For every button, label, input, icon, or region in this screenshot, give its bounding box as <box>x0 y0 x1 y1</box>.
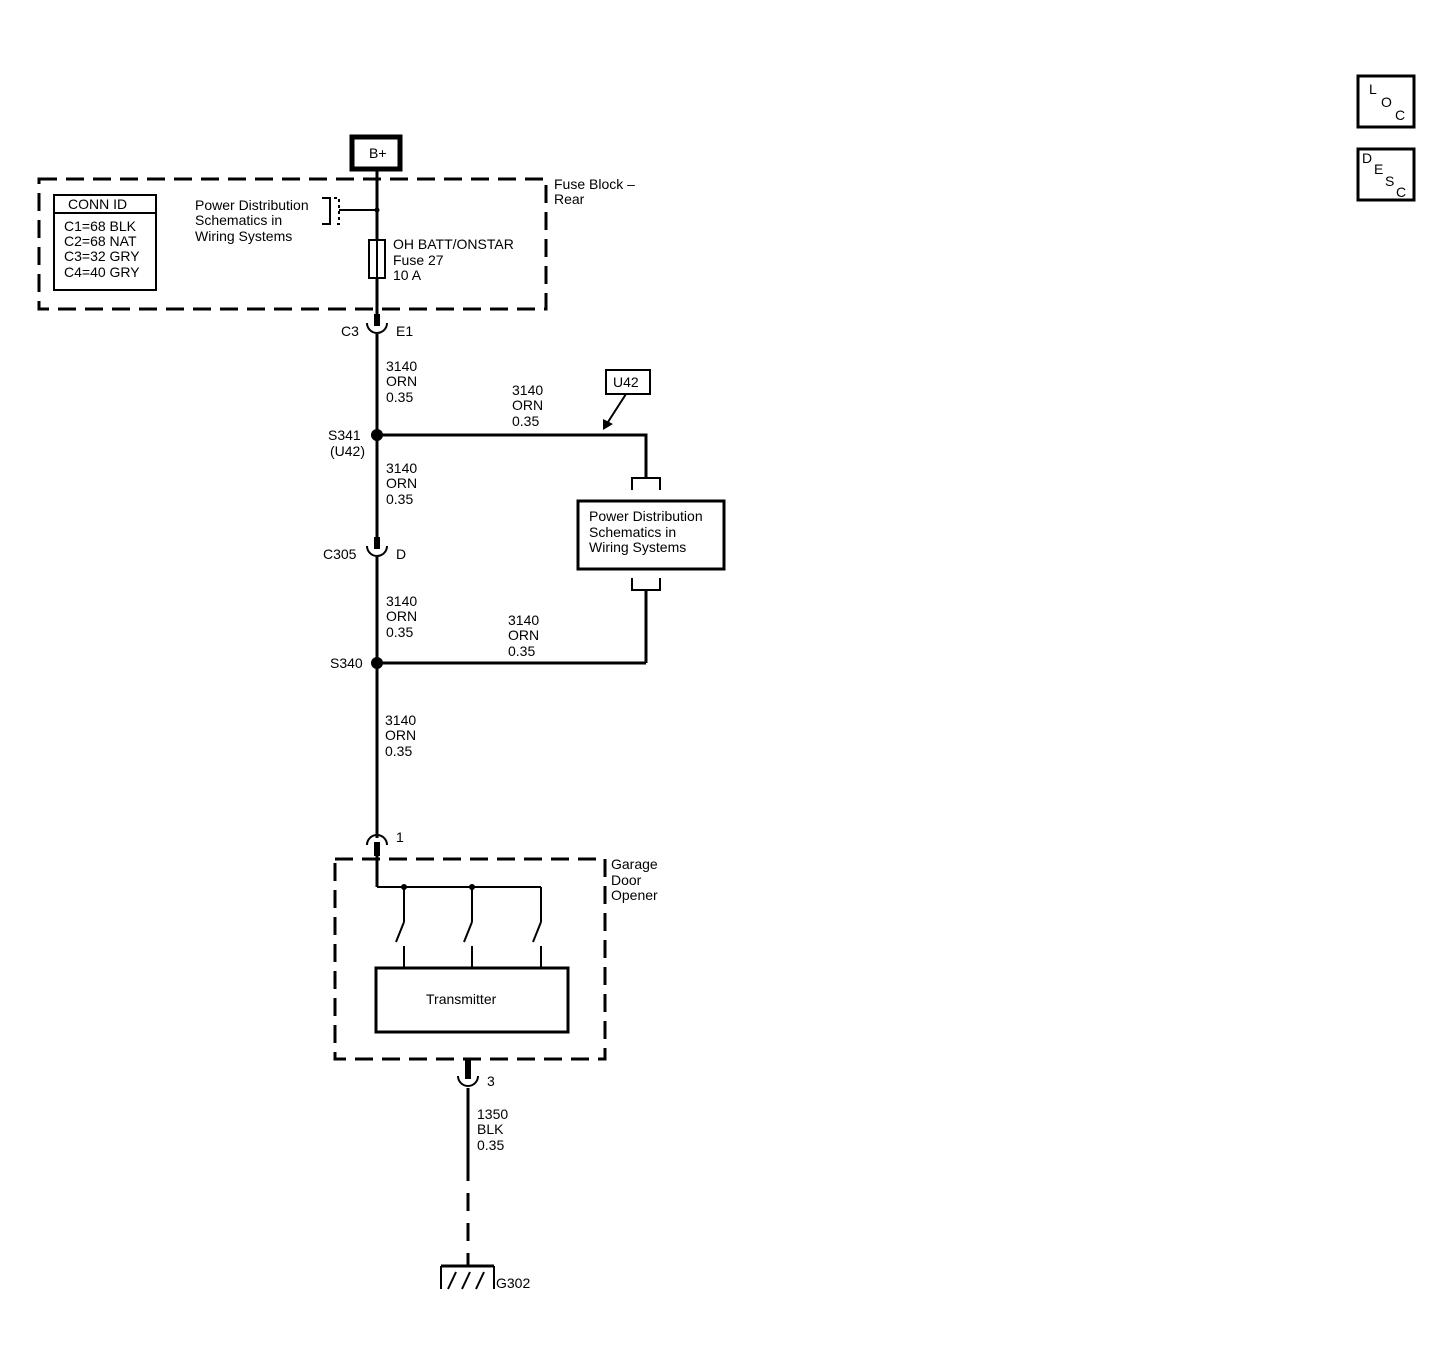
loc-letter-c: C <box>1395 107 1405 123</box>
pd-box-line-3: Wiring Systems <box>589 539 686 555</box>
wire-size: 0.35 <box>385 743 412 759</box>
wire-circuit: 3140 <box>512 382 543 398</box>
desc-button[interactable]: D E S C <box>1356 147 1416 202</box>
gdo-switch-1 <box>395 887 405 968</box>
conn-id-row: C3=32 GRY <box>64 248 140 264</box>
fuse-block-title-line-2: Rear <box>554 191 585 207</box>
connector-d-label: D <box>396 546 406 562</box>
wire-size: 0.35 <box>386 389 413 405</box>
fuse-27-symbol <box>368 239 386 279</box>
conn-id-header: CONN ID <box>68 196 127 212</box>
conn-id-table: CONN ID C1=68 BLK C2=68 NAT C3=32 GRY C4… <box>53 194 157 291</box>
gdo-title-line-2: Door <box>611 872 642 888</box>
power-distribution-ref-box[interactable]: Power Distribution Schematics in Wiring … <box>576 477 726 591</box>
ground-g302-label: G302 <box>496 1275 530 1291</box>
pd-box-line-2: Schematics in <box>589 524 676 540</box>
transmitter-box <box>374 966 570 1034</box>
wire-color: ORN <box>385 727 416 743</box>
desc-letter-s: S <box>1385 173 1394 189</box>
wire-color: ORN <box>512 397 543 413</box>
wire-size: 0.35 <box>477 1137 504 1153</box>
conn-id-row: C1=68 BLK <box>64 218 137 234</box>
wire-size: 0.35 <box>386 624 413 640</box>
fuse-label-line-1: OH BATT/ONSTAR <box>393 236 514 252</box>
fuse-block-power-distribution-ref[interactable]: Power Distribution Schematics in Wiring … <box>195 197 380 244</box>
desc-letter-e: E <box>1374 161 1383 177</box>
wire-color: BLK <box>477 1121 504 1137</box>
desc-letter-d: D <box>1362 150 1372 166</box>
wire-color: ORN <box>508 627 539 643</box>
wire-3140-branch-upper <box>377 433 648 478</box>
option-u42-label: U42 <box>613 374 639 390</box>
gdo-switch-2 <box>463 887 473 968</box>
splice-s340-label: S340 <box>330 655 363 671</box>
wire-circuit: 3140 <box>508 612 539 628</box>
battery-positive-source: B+ <box>349 134 403 172</box>
option-u42-tag[interactable]: U42 <box>603 369 651 430</box>
loc-letter-l: L <box>1369 81 1377 97</box>
wire-size: 0.35 <box>512 413 539 429</box>
wire-color: ORN <box>386 608 417 624</box>
connector-gdo-pin-3 <box>457 1059 479 1087</box>
connector-pin-3-label: 3 <box>487 1073 495 1089</box>
gdo-title-line-1: Garage <box>611 856 658 872</box>
fuse-block-title-line-1: Fuse Block – <box>554 176 635 192</box>
wire-size: 0.35 <box>508 643 535 659</box>
battery-positive-label: B+ <box>369 145 387 161</box>
connector-c305-label: C305 <box>323 546 357 562</box>
wire-color: ORN <box>386 373 417 389</box>
splice-s341-option-label: (U42) <box>330 443 365 459</box>
loc-button[interactable]: L O C <box>1356 74 1416 129</box>
gdo-title-line-3: Opener <box>611 887 658 903</box>
wire-size: 0.35 <box>386 491 413 507</box>
connector-c3-e1 <box>366 314 388 334</box>
fuse-label-line-2: Fuse 27 <box>393 252 444 268</box>
desc-letter-c: C <box>1396 184 1406 200</box>
conn-id-row: C4=40 GRY <box>64 264 140 280</box>
wire-circuit: 3140 <box>386 358 417 374</box>
connector-e1-label: E1 <box>396 323 413 339</box>
pd-ref-line-1: Power Distribution <box>195 197 309 213</box>
gdo-switch-3 <box>532 887 542 968</box>
connector-c305 <box>366 537 388 557</box>
pd-ref-line-2: Schematics in <box>195 212 282 228</box>
wire-circuit: 3140 <box>386 593 417 609</box>
connector-pin-1-label: 1 <box>396 829 404 845</box>
connector-gdo-pin-1 <box>366 834 388 856</box>
wire-circuit: 3140 <box>385 712 416 728</box>
conn-id-row: C2=68 NAT <box>64 233 137 249</box>
pd-ref-line-3: Wiring Systems <box>195 228 292 244</box>
splice-s341-label: S341 <box>328 427 361 443</box>
transmitter-label: Transmitter <box>426 991 497 1007</box>
wire-circuit: 1350 <box>477 1106 508 1122</box>
wire-color: ORN <box>386 475 417 491</box>
fuse-label-line-3: 10 A <box>393 267 422 283</box>
pd-box-line-1: Power Distribution <box>589 508 703 524</box>
connector-c3-label: C3 <box>341 323 359 339</box>
ground-symbol-g302 <box>440 1262 495 1290</box>
loc-letter-o: O <box>1381 94 1392 110</box>
fuse-block-outline <box>37 177 548 311</box>
wire-circuit: 3140 <box>386 460 417 476</box>
